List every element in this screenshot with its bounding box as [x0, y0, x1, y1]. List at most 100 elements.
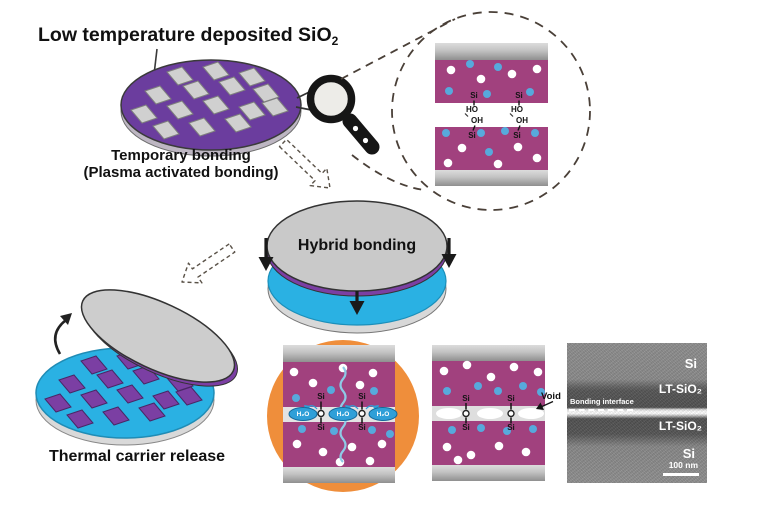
- oxide-particles: [292, 425, 394, 467]
- white-particle-dot: [507, 69, 517, 79]
- oh-si-bond: [517, 125, 521, 131]
- blue-particle-dot: [485, 148, 493, 156]
- h2o-molecule: [328, 407, 358, 421]
- figure-title: Low temperature deposited SiO2: [38, 24, 339, 48]
- die-chip: [238, 67, 266, 87]
- white-particle-dot: [368, 368, 378, 378]
- die-chip: [130, 104, 158, 124]
- die-chip: [58, 374, 86, 394]
- blue-particle-dot: [477, 129, 485, 137]
- blue-particle-dot: [503, 427, 511, 435]
- substrate-cap-top: [283, 345, 395, 362]
- oxide-particles: [439, 360, 545, 396]
- oh-label: OH: [471, 116, 483, 125]
- blue-particle-dot: [292, 394, 300, 402]
- si-label: Si: [317, 423, 325, 432]
- die-chip: [116, 384, 144, 404]
- void-bubble: [477, 408, 503, 419]
- zoom-callout-line-top: [340, 18, 456, 80]
- white-particle-dot: [476, 74, 486, 84]
- white-particle-dot: [486, 372, 496, 382]
- die-chip: [224, 113, 252, 133]
- oxide-particles: [442, 127, 542, 169]
- white-particle-dot: [355, 380, 365, 390]
- blue-particle-dot: [448, 426, 456, 434]
- die-chip: [166, 100, 194, 120]
- substrate-cap-top: [435, 43, 548, 60]
- tem-scale-bar: [663, 473, 699, 476]
- process-arrow-to-hybrid: [278, 138, 331, 189]
- thermal-release-caption: Thermal carrier release: [48, 448, 226, 465]
- process-arrow-to-release: [181, 243, 236, 284]
- ho-label: HO: [511, 105, 523, 114]
- die-chip: [102, 406, 130, 426]
- blue-particle-dot: [474, 382, 482, 390]
- substrate-cap-bottom: [283, 467, 395, 483]
- void-pointer-line: [541, 400, 554, 408]
- blue-particle-dot: [370, 387, 378, 395]
- oxygen-atom-icon: [358, 409, 366, 418]
- hydrogen-bond-tick: [509, 113, 514, 117]
- white-particle-dot: [292, 439, 302, 449]
- magnifier-handle-dot: [352, 125, 359, 132]
- ho-label: HO: [466, 105, 478, 114]
- magnifier-icon-handle: [342, 113, 380, 155]
- oxide-layer-lower: [435, 127, 548, 170]
- si-label: Si: [358, 423, 366, 432]
- release-arrow-head: [60, 313, 72, 325]
- void-label: Void: [541, 391, 561, 402]
- white-particle-dot: [532, 64, 542, 74]
- hybrid-bonding-caption: Hybrid bonding: [297, 237, 417, 254]
- void-pointer-head: [536, 402, 544, 410]
- die-chip: [166, 66, 194, 86]
- white-particle-dot: [457, 143, 467, 153]
- title-subscript: 2: [331, 34, 339, 48]
- si-label: Si: [358, 392, 366, 401]
- oxygen-atom-icon: [462, 409, 470, 418]
- void-bubble: [436, 408, 462, 419]
- h2o-label: H₂O: [336, 410, 350, 418]
- die-chip: [261, 97, 289, 117]
- oxide-layer-upper: [432, 361, 545, 406]
- white-particle-dot: [453, 455, 463, 465]
- tem-si-top-label: Si: [684, 356, 697, 371]
- die-chip: [152, 390, 180, 410]
- die-chip: [202, 95, 230, 115]
- white-particle-dot: [442, 442, 452, 452]
- white-particle-dot: [493, 159, 503, 169]
- white-particle-dot: [462, 360, 472, 370]
- white-particle-dot: [308, 378, 318, 388]
- si-label: Si: [515, 91, 523, 100]
- die-chip: [238, 101, 266, 121]
- substrate-cap-bottom: [432, 465, 545, 481]
- blue-particle-dot: [477, 424, 485, 432]
- h2o-label: H₂O: [376, 410, 390, 418]
- blue-particle-dot: [442, 129, 450, 137]
- si-label: Si: [507, 423, 515, 432]
- zoom-callout-line-bottom: [351, 154, 425, 191]
- tem-interface-dashed-line: [569, 409, 633, 411]
- blue-particle-dot: [501, 127, 509, 135]
- die-chip: [144, 85, 172, 105]
- die-chip: [80, 389, 108, 409]
- oxygen-atom-icon: [507, 409, 515, 418]
- si-label: Si: [462, 423, 470, 432]
- temporary-bonding-line2: (Plasma activated bonding): [83, 163, 279, 181]
- white-particle-dot: [377, 439, 387, 449]
- blue-particle-dot: [531, 129, 539, 137]
- white-particle-dot: [446, 65, 456, 75]
- oh-label: OH: [516, 116, 528, 125]
- si-label: Si: [470, 91, 478, 100]
- substrate-cap-top: [432, 345, 545, 361]
- h2o-label: H₂O: [296, 410, 310, 418]
- blue-particle-dot: [330, 427, 338, 435]
- tem-si-bottom-label: Si: [682, 446, 695, 461]
- temporary-bonding-line1: Temporary bonding: [111, 147, 251, 164]
- temporary-bonding-caption: Temporary bonding (Plasma activated bond…: [36, 147, 326, 182]
- si-label: Si: [317, 392, 325, 401]
- void-bubble: [518, 408, 544, 419]
- die-chip: [66, 409, 94, 429]
- si-label: Si: [462, 394, 470, 403]
